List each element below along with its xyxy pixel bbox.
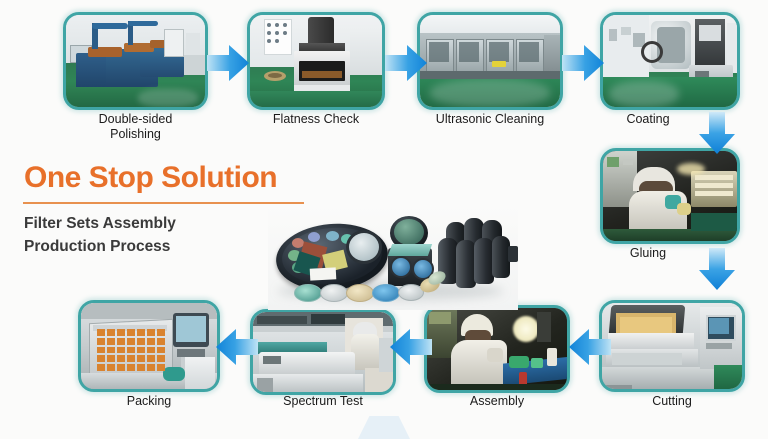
arrow-coating-to-gluing — [696, 110, 738, 156]
arrow-polishing-to-flatness — [205, 42, 251, 84]
cutting-machine-photo — [602, 303, 742, 389]
arrow-flatness-to-cleaning — [383, 42, 429, 84]
ultrasonic-cleaning-line-photo — [420, 15, 560, 107]
step-label-flatness-check: Flatness Check — [272, 112, 360, 126]
background-watermark — [358, 416, 410, 439]
step-label-spectrum-test: Spectrum Test — [283, 394, 363, 408]
arrow-assembly-to-spectrum — [388, 326, 434, 368]
step-card-ultrasonic-cleaning[interactable] — [417, 12, 563, 110]
optical-filter-products-photo — [268, 206, 518, 310]
step-label-cutting: Cutting — [652, 394, 692, 408]
step-card-spectrum-test[interactable] — [250, 309, 396, 395]
flatness-interferometer-photo — [250, 15, 382, 107]
step-label-ultrasonic-cleaning: Ultrasonic Cleaning — [435, 112, 545, 126]
step-label-double-sided-polishing: Double-sided Polishing — [98, 112, 173, 141]
packing-label-grid — [97, 329, 165, 371]
arrow-cleaning-to-coating — [560, 42, 606, 84]
step-card-flatness-check[interactable] — [247, 12, 385, 110]
operator-gluing-bench-photo — [603, 151, 737, 241]
arrow-cutting-to-assembly — [567, 326, 613, 368]
polishing-machines-room-photo — [66, 15, 205, 107]
step-card-coating[interactable] — [600, 12, 740, 110]
arrow-gluing-to-cutting — [696, 246, 738, 292]
step-label-assembly: Assembly — [469, 394, 525, 408]
step-label-gluing: Gluing — [629, 246, 667, 260]
step-card-gluing[interactable] — [600, 148, 740, 244]
step-label-packing: Packing — [126, 394, 172, 408]
vacuum-coating-chamber-photo — [603, 15, 737, 107]
step-card-cutting[interactable] — [599, 300, 745, 392]
packing-station-photo — [81, 303, 217, 389]
spectrophotometer-test-photo — [253, 312, 393, 392]
step-card-double-sided-polishing[interactable] — [63, 12, 208, 110]
step-card-packing[interactable] — [78, 300, 220, 392]
step-label-coating: Coating — [626, 112, 670, 126]
page-title: One Stop Solution — [24, 161, 278, 194]
step-card-assembly[interactable] — [424, 305, 570, 393]
operator-assembly-bench-photo — [427, 308, 567, 390]
arrow-spectrum-to-packing — [214, 326, 260, 368]
title-divider — [23, 202, 304, 204]
page-subtitle: Filter Sets Assembly Production Process — [24, 215, 176, 255]
